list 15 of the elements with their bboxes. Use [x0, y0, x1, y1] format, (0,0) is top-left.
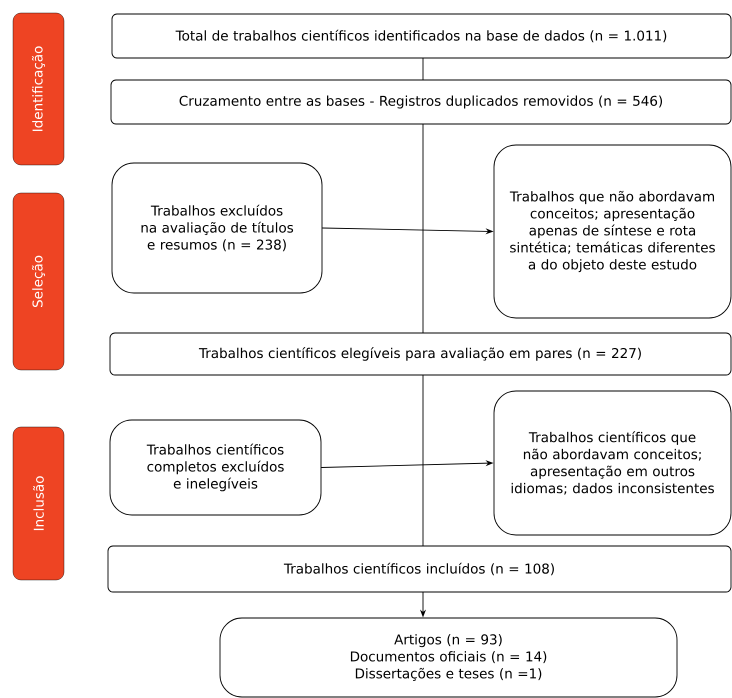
process-box: Artigos (n = 93) Documentos oficiais (n = 14) Dissertações e teses (n =1) [220, 618, 678, 698]
process-box: Trabalhos excluídos na avaliação de títulos e resumos (n = 238) [112, 162, 322, 294]
process-box: Trabalhos científicos elegíveis para avaliação em pares (n = 227) [110, 332, 732, 376]
connector-line [422, 58, 424, 80]
process-box: Trabalhos científicos que não abordavam conceitos; apresentação em outros idiomas; dados inconsistentes [494, 390, 732, 536]
stage-label: Inclusão [12, 426, 64, 580]
stage-label: Identificação [12, 12, 64, 166]
process-box: Trabalhos que não abordavam conceitos; apresentação apenas de síntese e rota sintética; temáticas diferentes a do objeto deste estudo [494, 144, 732, 318]
process-box: Trabalhos científicos completos excluídos e inelegíveis [110, 420, 322, 516]
process-box: Cruzamento entre as bases - Registros duplicados removidos (n = 546) [110, 80, 732, 124]
process-box: Trabalhos científicos incluídos (n = 108) [108, 546, 732, 592]
process-box: Total de trabalhos científicos identificados na base de dados (n = 1.011) [112, 14, 732, 58]
connector-line [422, 375, 424, 546]
stage-label: Seleção [12, 192, 64, 370]
connector-line [422, 124, 424, 333]
